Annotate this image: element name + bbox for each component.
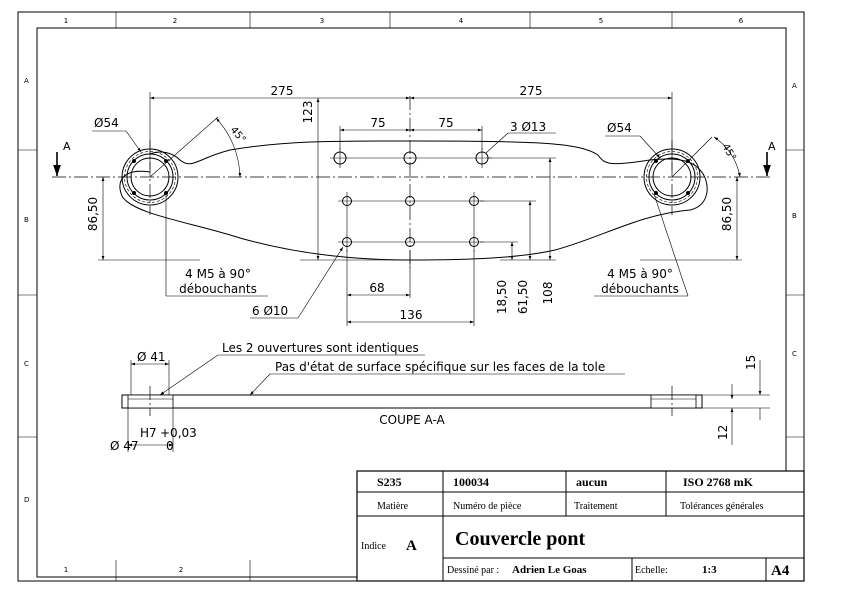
holes-d13 (330, 148, 492, 168)
section-label: COUPE A-A (379, 413, 445, 427)
tolerance-h7: H7 (140, 426, 157, 440)
zone-bottom-2: 2 (179, 566, 183, 574)
section-mark-right: A (768, 140, 776, 153)
m5-hole (686, 191, 690, 195)
note-openings-identical: Les 2 ouvertures sont identiques (222, 341, 419, 355)
zone-bottom-1: 1 (64, 566, 68, 574)
section-texts: Ø 41 Les 2 ouvertures sont identiques Pa… (110, 341, 758, 453)
dim-75-right: 75 (438, 116, 453, 130)
dim-108: 108 (541, 282, 555, 305)
section-view (121, 354, 770, 452)
section-opening-left (127, 394, 174, 409)
section-mark-left: A (63, 140, 71, 153)
zone-top-6: 6 (739, 17, 744, 25)
dim-d54-left: Ø54 (94, 116, 119, 130)
zone-right-b: B (792, 212, 797, 220)
part-number-value: 100034 (453, 475, 489, 489)
zone-top-5: 5 (599, 17, 603, 25)
frame-zone-labels: 1 2 3 4 5 6 1 2 A B C D A B C (24, 17, 797, 574)
index-label: Indice (361, 541, 387, 552)
treatment-label: Traitement (574, 501, 618, 512)
dim-123: 123 (301, 101, 315, 124)
scale-label: Echelle: (635, 565, 668, 576)
tolerance-upper: +0,03 (160, 426, 197, 440)
index-value: A (406, 538, 417, 554)
note-m5-left-line1: 4 M5 à 90° (185, 267, 251, 281)
zone-side-a: A (24, 77, 29, 85)
zone-side-d: D (24, 496, 29, 504)
tolerance-value: ISO 2768 mK (683, 475, 754, 489)
dim-angle-left: 45° (228, 125, 248, 146)
zone-top-1: 1 (64, 17, 68, 25)
note-m5-right-line2: débouchants (601, 282, 679, 296)
zone-top-4: 4 (459, 17, 464, 25)
part-outline (119, 140, 708, 261)
m5-hole (132, 191, 136, 195)
dim-3xd13: 3 Ø13 (510, 120, 546, 134)
dim-15: 15 (744, 355, 758, 370)
dim-86-50-left: 86,50 (86, 197, 100, 231)
title-block (356, 470, 805, 582)
dimension-texts: 275 275 123 75 75 3 Ø13 Ø54 Ø54 45° 45° … (86, 84, 738, 322)
thread-notes: 4 M5 à 90° débouchants 4 M5 à 90° débouc… (179, 267, 679, 296)
section-markers: A A (53, 140, 776, 176)
dim-275-left: 275 (271, 84, 294, 98)
m5-hole (164, 159, 168, 163)
note-surface-finish: Pas d'état de surface spécifique sur les… (275, 360, 605, 374)
material-label: Matière (377, 501, 409, 512)
tolerance-lower: 0 (166, 439, 174, 453)
dim-d41: Ø 41 (137, 350, 166, 364)
dim-d47: Ø 47 (110, 439, 139, 453)
note-m5-right-line1: 4 M5 à 90° (607, 267, 673, 281)
holes-d10 (338, 192, 484, 252)
m5-hole (132, 159, 136, 163)
part-number-label: Numéro de pièce (453, 501, 522, 512)
dim-61-50: 61,50 (516, 280, 530, 314)
zone-side-c: C (24, 360, 29, 368)
section-opening-right (650, 394, 697, 409)
drawing-title: Couvercle pont (455, 528, 586, 550)
dim-136: 136 (400, 308, 423, 322)
zone-right-a: A (792, 82, 797, 90)
dim-68: 68 (369, 281, 384, 295)
drawn-by-label: Dessiné par : (447, 565, 499, 576)
zone-right-c: C (792, 350, 797, 358)
sheet-format: A4 (771, 563, 790, 579)
m5-hole (654, 191, 658, 195)
dim-6xd10: 6 Ø10 (252, 304, 288, 318)
dim-18-50: 18,50 (495, 280, 509, 314)
scale-value: 1:3 (702, 564, 717, 576)
zone-top-2: 2 (173, 17, 177, 25)
m5-hole (654, 159, 658, 163)
dim-d54-right: Ø54 (607, 121, 632, 135)
dim-275-right: 275 (520, 84, 543, 98)
dim-86-50-right: 86,50 (720, 197, 734, 231)
dim-75-left: 75 (370, 116, 385, 130)
treatment-value: aucun (576, 475, 608, 489)
m5-hole (164, 191, 168, 195)
zone-side-b: B (24, 216, 29, 224)
note-m5-left-line2: débouchants (179, 282, 257, 296)
dim-angle-right: 45° (719, 142, 737, 163)
drawn-by-value: Adrien Le Goas (512, 564, 587, 576)
title-block-texts: S235 100034 aucun ISO 2768 mK Matière Nu… (361, 475, 790, 579)
dimension-lines (92, 92, 742, 326)
tolerance-label: Tolérances générales (680, 501, 764, 512)
dim-12: 12 (716, 425, 730, 440)
material-value: S235 (377, 475, 402, 489)
zone-top-3: 3 (320, 17, 324, 25)
